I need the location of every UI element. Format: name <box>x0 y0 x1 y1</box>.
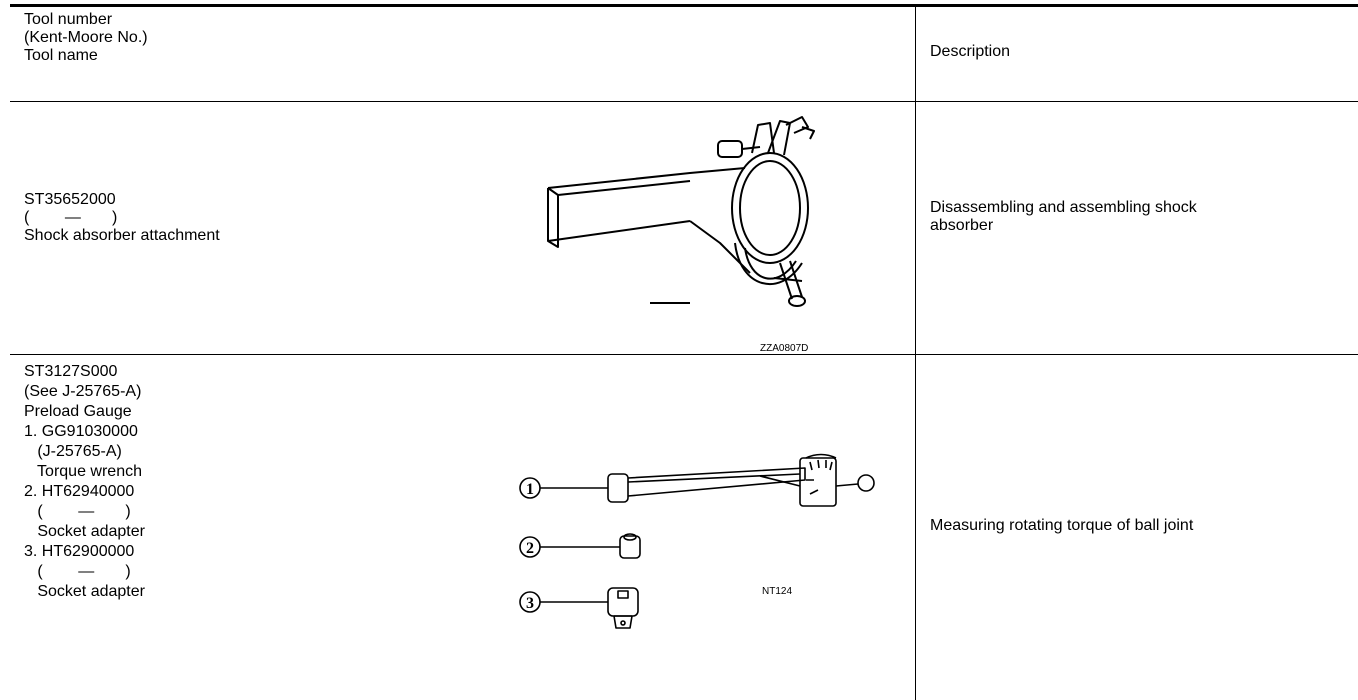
callout-3-label: 3 <box>526 595 534 612</box>
row-divider <box>10 354 1358 355</box>
figure-code: NT124 <box>762 586 793 597</box>
component-2-kent-moore: ( — ) <box>24 503 131 520</box>
component-1-number: 1. GG91030000 <box>24 423 138 440</box>
kent-moore-number: (See J-25765-A) <box>24 383 142 400</box>
shock-absorber-attachment-illustration <box>547 116 815 307</box>
header-tool-name: Tool name <box>24 47 98 64</box>
special-service-tools-table: Tool number (Kent-Moore No.) Tool name D… <box>10 0 1358 700</box>
component-2-name: Socket adapter <box>24 523 145 540</box>
table-top-rule <box>10 4 1358 7</box>
component-1-kent-moore: (J-25765-A) <box>24 443 122 460</box>
description-line-1: Disassembling and assembling shock <box>930 199 1197 216</box>
header-kent-moore: (Kent-Moore No.) <box>24 29 148 46</box>
preload-gauge-illustration: 1 2 3 <box>519 453 875 629</box>
component-1-name: Torque wrench <box>24 463 142 480</box>
header-description: Description <box>930 43 1011 60</box>
component-3-name: Socket adapter <box>24 583 145 600</box>
header-divider <box>10 101 1358 102</box>
component-3-number: 3. HT62900000 <box>24 543 135 560</box>
column-divider <box>915 7 916 700</box>
kent-moore-number: ( — ) <box>24 209 118 226</box>
component-3-kent-moore: ( — ) <box>24 563 131 580</box>
tool-number: ST35652000 <box>24 191 116 208</box>
callout-1-label: 1 <box>526 481 534 498</box>
description-line-2: absorber <box>930 217 994 234</box>
tool-number: ST3127S000 <box>24 363 118 380</box>
callout-2-label: 2 <box>526 540 534 557</box>
figure-code: ZZA0807D <box>760 343 809 354</box>
header-tool-number: Tool number <box>24 11 113 28</box>
tool-name: Shock absorber attachment <box>24 227 220 244</box>
description-line-1: Measuring rotating torque of ball joint <box>930 517 1194 534</box>
tool-name: Preload Gauge <box>24 403 132 420</box>
component-2-number: 2. HT62940000 <box>24 483 135 500</box>
